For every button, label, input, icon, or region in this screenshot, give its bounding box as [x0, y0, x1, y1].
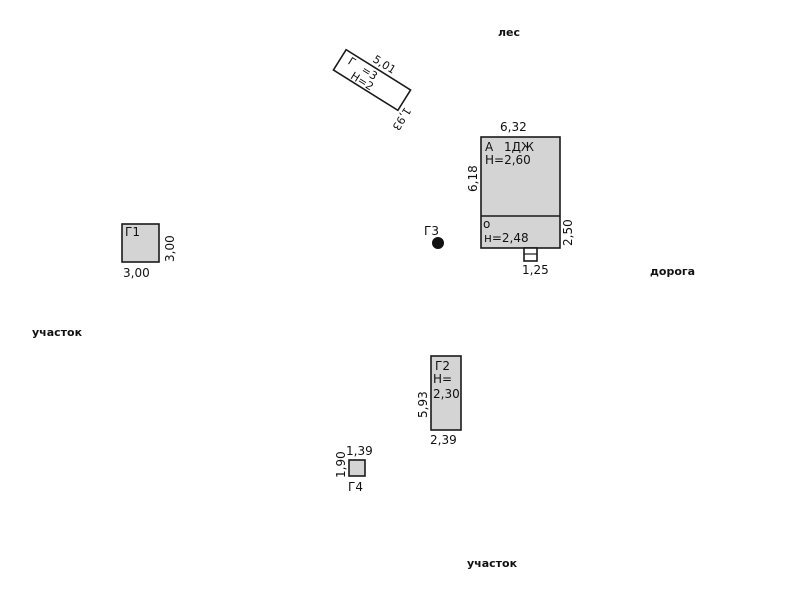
- building-main-house: А 1ДЖ Н=2,60 о н=2,48 6,32 6,18 2,50 1,2…: [466, 120, 575, 277]
- label-forest: лес: [498, 26, 520, 39]
- building-g4-depth: 1,90: [334, 451, 348, 478]
- building-g4-label: Г4: [348, 480, 363, 494]
- annex-height: н=2,48: [484, 231, 529, 245]
- building-g4: 1,39 1,90 Г4: [334, 444, 373, 494]
- label-plot-bottom: участок: [467, 557, 518, 570]
- building-g5-width: 1,93: [389, 105, 413, 133]
- building-g5-outline: [332, 48, 412, 112]
- building-g2-label: Г2: [435, 359, 450, 373]
- building-g1-width: 3,00: [123, 266, 150, 280]
- label-plot-left: участок: [32, 326, 83, 339]
- building-g2: Г2 Н= 2,30 2,39 5,93: [416, 355, 462, 447]
- building-g2-width: 2,39: [430, 433, 457, 447]
- main-house-width: 6,32: [500, 120, 527, 134]
- building-g1-outline: [121, 223, 160, 263]
- main-house-code: 1ДЖ: [504, 140, 534, 154]
- building-g1-label: Г1: [125, 225, 140, 239]
- building-g4-width: 1,39: [346, 444, 373, 458]
- building-g2-depth: 5,93: [416, 391, 430, 418]
- main-house-label: А: [485, 140, 494, 154]
- building-g2-height-label: Н=: [433, 372, 452, 386]
- annex-label: о: [483, 217, 490, 231]
- building-g3-dot: [432, 237, 444, 249]
- building-g1: Г1 3,00 3,00: [121, 223, 177, 280]
- building-g2-outline: [430, 355, 462, 431]
- building-g2-height-value: 2,30: [433, 387, 460, 401]
- building-g3: Г3: [424, 224, 444, 249]
- building-g5: Г =3 Н=2 5,01 1,93: [332, 48, 413, 133]
- main-house-depth: 6,18: [466, 165, 480, 192]
- main-house-height: Н=2,60: [485, 153, 531, 167]
- building-g1-depth: 3,00: [163, 235, 177, 262]
- building-g4-outline: [348, 459, 366, 477]
- label-road: дорога: [650, 265, 695, 278]
- annex-depth: 2,50: [561, 219, 575, 246]
- main-house-outline: [480, 136, 561, 249]
- building-g3-label: Г3: [424, 224, 439, 238]
- porch-width: 1,25: [522, 263, 549, 277]
